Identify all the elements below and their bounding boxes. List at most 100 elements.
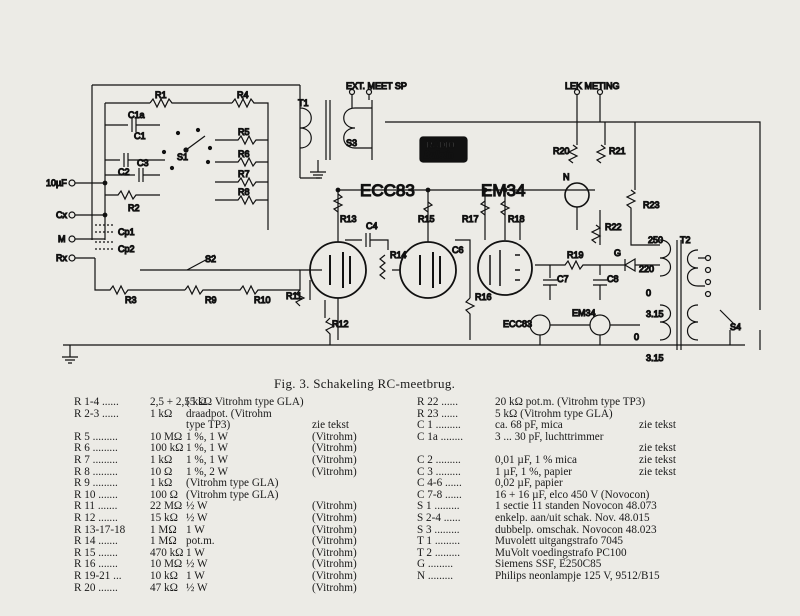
t1-label: T1: [298, 98, 309, 108]
c4-label: C4: [366, 221, 378, 231]
parts-val: 1 sectie 11 standen Novocon 48.073: [495, 500, 657, 513]
logo-text-bulletin: Bulletin: [424, 150, 454, 160]
parts-note: zie tekst: [312, 419, 349, 432]
c2-label: C2: [118, 167, 130, 177]
r10-label: R10: [254, 295, 271, 305]
parts-val: Siemens SSF, E250C85: [495, 558, 602, 571]
parts-ref: R 11 .......: [74, 500, 118, 513]
r23-label: R23: [643, 200, 660, 210]
parts-note: (Vitrohm): [312, 558, 357, 571]
c8-label: C8: [607, 274, 619, 284]
parts-val: 1 MΩ: [150, 535, 177, 548]
parts-val: 0,02 µF, papier: [495, 477, 563, 490]
parts-spec: 1 %, 1 W: [186, 453, 229, 466]
r22-label: R22: [605, 222, 622, 232]
parts-val: 1 µF, 1 %, papier: [495, 465, 573, 478]
r14-label: R14: [390, 250, 407, 260]
parts-val: 10 Ω: [150, 465, 173, 478]
parts-spec: draadpot. (Vitrohm: [186, 407, 272, 420]
input-rx-label: Rx: [56, 253, 67, 263]
c3-label: C3: [137, 158, 149, 168]
parts-note: zie tekst: [639, 465, 676, 478]
parts-spec: (Vitrohm type GLA): [186, 488, 279, 501]
parts-ref: C 1a ........: [417, 430, 463, 443]
parts-val: 22 MΩ: [150, 500, 183, 513]
parts-note: (Vitrohm): [312, 535, 357, 548]
parts-ref: R 22 ......: [417, 396, 459, 408]
parts-row: C 1a ........3 ... 30 pF, luchttrimmer: [417, 430, 717, 444]
parts-row: S 1 ......... 1 sectie 11 standen Novocon…: [417, 501, 717, 513]
parts-note: (Vitrohm): [312, 581, 357, 594]
parts-row: R 1-4 ......2,5 + 2,5 kΩ(5 kΩ Vitrohm ty…: [74, 396, 394, 409]
parts-row: type TP3)zie tekst: [74, 420, 394, 432]
tap-3-15-label: 3.15: [646, 309, 664, 319]
parts-note: (Vitrohm): [312, 430, 357, 443]
parts-ref: R 1-4 ......: [74, 396, 119, 408]
parts-val: 1 kΩ: [150, 453, 173, 466]
circuit-schematic: EXT. MEET SP LEK METING ECC83 EM34 RADIO…: [45, 80, 761, 364]
r8-label: R8: [238, 187, 250, 197]
parts-row: zie tekst: [417, 443, 717, 455]
parts-ref: S 2-4 ......: [417, 511, 461, 524]
parts-val: MuVolt voedingstrafo PC100: [495, 546, 627, 559]
parts-ref: T 1 .........: [417, 535, 460, 548]
t2-label: T2: [680, 235, 691, 245]
parts-list-right: R 22 ......20 kΩ pot.m. (Vitrohm type TP…: [417, 396, 717, 583]
r5-label: R5: [238, 127, 250, 137]
radio-bulletin-logo: [419, 136, 468, 163]
parts-val: dubbelp. omschak. Novocon 48.023: [495, 523, 657, 536]
parts-val: enkelp. aan/uit schak. Nov. 48.015: [495, 511, 650, 524]
parts-row: G .........Siemens SSF, E250C85: [417, 559, 717, 571]
parts-val: Philips neonlampje 125 V, 9512/B15: [495, 569, 660, 582]
r21-label: R21: [609, 146, 626, 156]
parts-ref: R 5 .........: [74, 430, 118, 443]
parts-ref: C 2 .........: [417, 453, 461, 466]
parts-val: Muvolett uitgangstrafo 7045: [495, 535, 624, 548]
r4-label: R4: [237, 90, 249, 100]
input-m-label: M: [58, 234, 66, 244]
r16-label: R16: [475, 292, 492, 302]
parts-ref: C 7-8 ......: [417, 488, 462, 501]
parts-val: 1 kΩ: [150, 477, 173, 490]
parts-spec: ½ W: [186, 558, 208, 571]
r15-label: R15: [418, 214, 435, 224]
parts-note: (Vitrohm): [312, 523, 357, 536]
tap-250-label: 250: [648, 235, 663, 245]
tube-ecc83-label: ECC83: [360, 181, 415, 200]
parts-ref: S 1 .........: [417, 500, 460, 513]
parts-spec: (Vitrohm type GLA): [186, 477, 279, 490]
parts-spec: 1 W: [186, 546, 205, 559]
parts-note: (Vitrohm): [312, 442, 357, 455]
parts-spec: ½ W: [186, 511, 208, 524]
parts-row: R 23 ......5 kΩ (Vitrohm type GLA): [417, 408, 717, 421]
lek-meting-label: LEK METING: [565, 81, 620, 91]
r18-label: R18: [508, 214, 525, 224]
parts-ref: C 4-6 ......: [417, 477, 462, 490]
parts-spec: (5 kΩ Vitrohm type GLA): [186, 396, 304, 408]
r3-label: R3: [125, 295, 137, 305]
parts-ref: R 15 .......: [74, 546, 118, 559]
tube-em34-label: EM34: [481, 181, 525, 200]
parts-ref: C 1 .........: [417, 419, 461, 432]
parts-note: zie tekst: [639, 453, 676, 466]
parts-note: (Vitrohm): [312, 546, 357, 559]
parts-ref: N .........: [417, 569, 454, 582]
neon-n-label: N: [563, 172, 570, 182]
parts-row: R 10 .......100 Ω(Vitrohm type GLA): [74, 488, 394, 502]
parts-spec: ½ W: [186, 500, 208, 513]
tap-0b-label: 0: [634, 332, 639, 342]
parts-val: 0,01 µF, 1 % mica: [495, 453, 577, 466]
parts-ref: R 12 .......: [74, 511, 118, 524]
parts-val: 10 MΩ: [150, 558, 183, 571]
parts-ref: T 2 .........: [417, 546, 460, 559]
parts-row: C 2 ......... 0,01 µF, 1 % mica zie tekst: [417, 453, 717, 467]
rectifier-g-label: G: [614, 248, 621, 258]
